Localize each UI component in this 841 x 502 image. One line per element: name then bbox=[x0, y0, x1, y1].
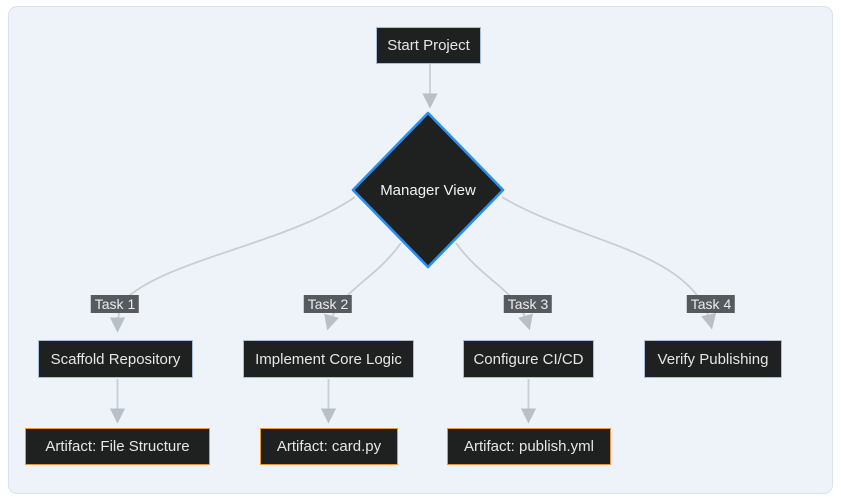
node-artifact-file-structure-label: Artifact: File Structure bbox=[45, 438, 190, 455]
edge-label-task-4: Task 4 bbox=[686, 295, 736, 313]
edge-label-task-1: Task 1 bbox=[90, 295, 140, 313]
edge-label-task-2: Task 2 bbox=[303, 295, 353, 313]
node-scaffold-repository[interactable]: Scaffold Repository bbox=[38, 340, 193, 378]
node-configure-cicd[interactable]: Configure CI/CD bbox=[463, 340, 594, 378]
node-manager-view-label: Manager View bbox=[380, 181, 476, 199]
edge-manager-cicd bbox=[455, 242, 533, 331]
edge-manager-scaffold bbox=[109, 196, 356, 333]
node-verify-publishing[interactable]: Verify Publishing bbox=[644, 340, 782, 378]
node-artifact-card-py-label: Artifact: card.py bbox=[276, 438, 382, 455]
edge-label-task-3: Task 3 bbox=[503, 295, 553, 313]
node-start-project[interactable]: Start Project bbox=[376, 27, 481, 64]
node-artifact-card-py[interactable]: Artifact: card.py bbox=[260, 428, 398, 465]
node-implement-core-logic[interactable]: Implement Core Logic bbox=[243, 340, 414, 378]
node-start-project-label: Start Project bbox=[387, 37, 470, 54]
node-artifact-publish-yml[interactable]: Artifact: publish.yml bbox=[447, 428, 611, 465]
node-artifact-file-structure[interactable]: Artifact: File Structure bbox=[25, 428, 210, 465]
node-implement-core-logic-label: Implement Core Logic bbox=[255, 350, 402, 368]
edge-manager-corelogic bbox=[324, 242, 402, 331]
node-configure-cicd-label: Configure CI/CD bbox=[473, 350, 584, 368]
node-scaffold-repository-label: Scaffold Repository bbox=[50, 350, 181, 368]
manager-view-diamond[interactable] bbox=[351, 111, 505, 269]
node-artifact-publish-yml-label: Artifact: publish.yml bbox=[463, 438, 595, 455]
node-verify-publishing-label: Verify Publishing bbox=[657, 350, 769, 368]
